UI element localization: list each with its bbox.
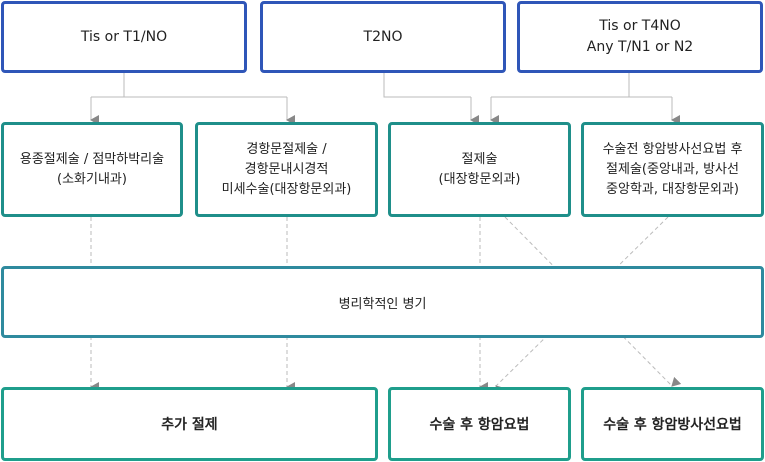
connector-stage3 — [491, 73, 672, 98]
dashed-surgery-to-chemoradio — [504, 216, 682, 387]
outcome-label: 수술 후 항암방사선요법 — [603, 417, 742, 433]
treatment-box-resection: 절제술 (대장항문외과) — [388, 122, 571, 217]
outcome-box-additional-resection: 추가 절제 — [1, 387, 378, 461]
treatment-label: 중앙학과, 대장항문외과) — [606, 181, 739, 197]
outcome-label: 수술 후 항암요법 — [429, 417, 530, 433]
treatment-label: 경항문절제술 / — [246, 141, 327, 157]
treatment-label: 수술전 항암방사선요법 후 — [602, 141, 743, 157]
pathology-label: 병리학적인 병기 — [338, 296, 427, 312]
treatment-label: 미세수술(대장항문외과) — [221, 181, 352, 197]
stage-box-t1: Tis or T1/NO — [1, 1, 247, 73]
stage-label: Any T/N1 or N2 — [586, 39, 694, 55]
stage-label: Tis or T4NO — [599, 18, 681, 34]
treatment-label: 용종절제술 / 점막하박리술 — [19, 151, 165, 167]
outcome-box-adjuvant-chemoradiation: 수술 후 항암방사선요법 — [581, 387, 764, 461]
treatment-box-transanal: 경항문절제술 / 경항문내시경적 미세수술(대장항문외과) — [195, 122, 378, 217]
pathology-stage-box: 병리학적인 병기 — [1, 266, 764, 338]
treatment-label: (소화기내과) — [57, 171, 127, 187]
stage-label: T2NO — [363, 28, 403, 45]
outcome-label: 추가 절제 — [161, 417, 218, 433]
treatment-box-polypectomy: 용종절제술 / 점막하박리술 (소화기내과) — [1, 122, 183, 217]
connector-stage1-branch — [91, 73, 287, 98]
stage-box-t2: T2NO — [260, 1, 506, 73]
outcome-box-adjuvant-chemo: 수술 후 항암요법 — [388, 387, 571, 461]
treatment-label: 절제술(중앙내과, 방사선 — [606, 161, 739, 177]
stage-label: Tis or T1/NO — [80, 28, 168, 45]
connector-stage2 — [383, 73, 471, 98]
treatment-box-neoadjuvant: 수술전 항암방사선요법 후 절제술(중앙내과, 방사선 중앙학과, 대장항문외과… — [581, 122, 764, 217]
treatment-label: (대장항문외과) — [438, 171, 521, 187]
treatment-label: 절제술 — [461, 151, 498, 167]
treatment-label: 경항문내시경적 — [244, 161, 329, 177]
stage-box-t4: Tis or T4NO Any T/N1 or N2 — [517, 1, 763, 73]
